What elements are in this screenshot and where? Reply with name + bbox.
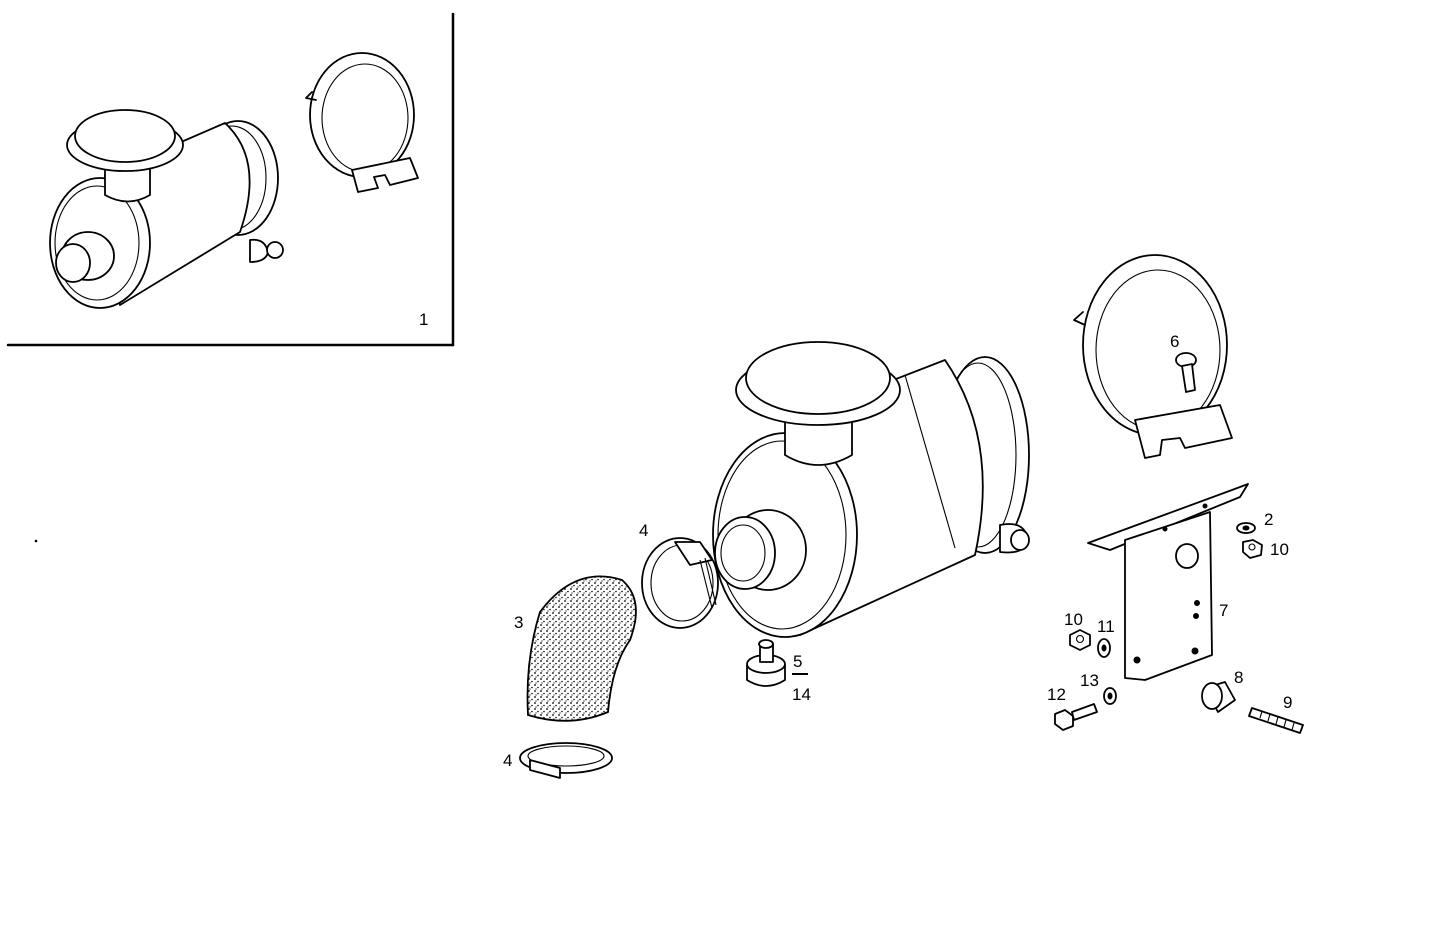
callout-washer-top: 2 <box>1264 510 1274 529</box>
washer-top <box>1236 522 1256 534</box>
nut-left <box>1069 629 1091 651</box>
washer-bottom <box>1103 687 1117 705</box>
callout-clamp-upper: 4 <box>639 521 649 540</box>
callout-stud: 9 <box>1283 693 1293 712</box>
spacer-sleeve <box>1201 681 1236 713</box>
washer-left <box>1097 638 1111 658</box>
hose-clamp-upper <box>641 537 719 629</box>
callout-valve-b: 14 <box>792 685 811 704</box>
callout-spacer: 8 <box>1234 668 1244 687</box>
callout-hose: 3 <box>514 613 524 632</box>
nut-top <box>1242 539 1263 559</box>
band-bolt <box>1175 352 1197 393</box>
stud <box>1248 707 1304 734</box>
callout-washer-left: 11 <box>1097 617 1115 636</box>
elbow-hose <box>526 575 637 722</box>
callout-band-bolt: 6 <box>1170 332 1180 351</box>
inset-band <box>305 52 419 193</box>
inset-frame <box>6 12 455 347</box>
air-cleaner-housing <box>712 341 1030 638</box>
callout-bolt: 12 <box>1047 685 1066 704</box>
mounting-band <box>1073 254 1233 459</box>
callout-nut-left: 10 <box>1064 610 1083 629</box>
inset-callout: 1 <box>419 310 429 329</box>
hose-clamp-lower <box>519 742 613 779</box>
callout-bracket: 7 <box>1219 601 1229 620</box>
callout-clamp-lower: 4 <box>503 751 513 770</box>
hex-bolt <box>1054 703 1098 731</box>
support-bracket <box>1087 483 1249 681</box>
vacuator-valve <box>746 639 786 687</box>
inset-air-cleaner <box>49 109 284 309</box>
callout-valve-divider <box>792 673 808 675</box>
callout-valve-a: 5 <box>793 652 803 671</box>
callout-washer-bottom: 13 <box>1080 671 1099 690</box>
callout-nut-top: 10 <box>1270 540 1289 559</box>
